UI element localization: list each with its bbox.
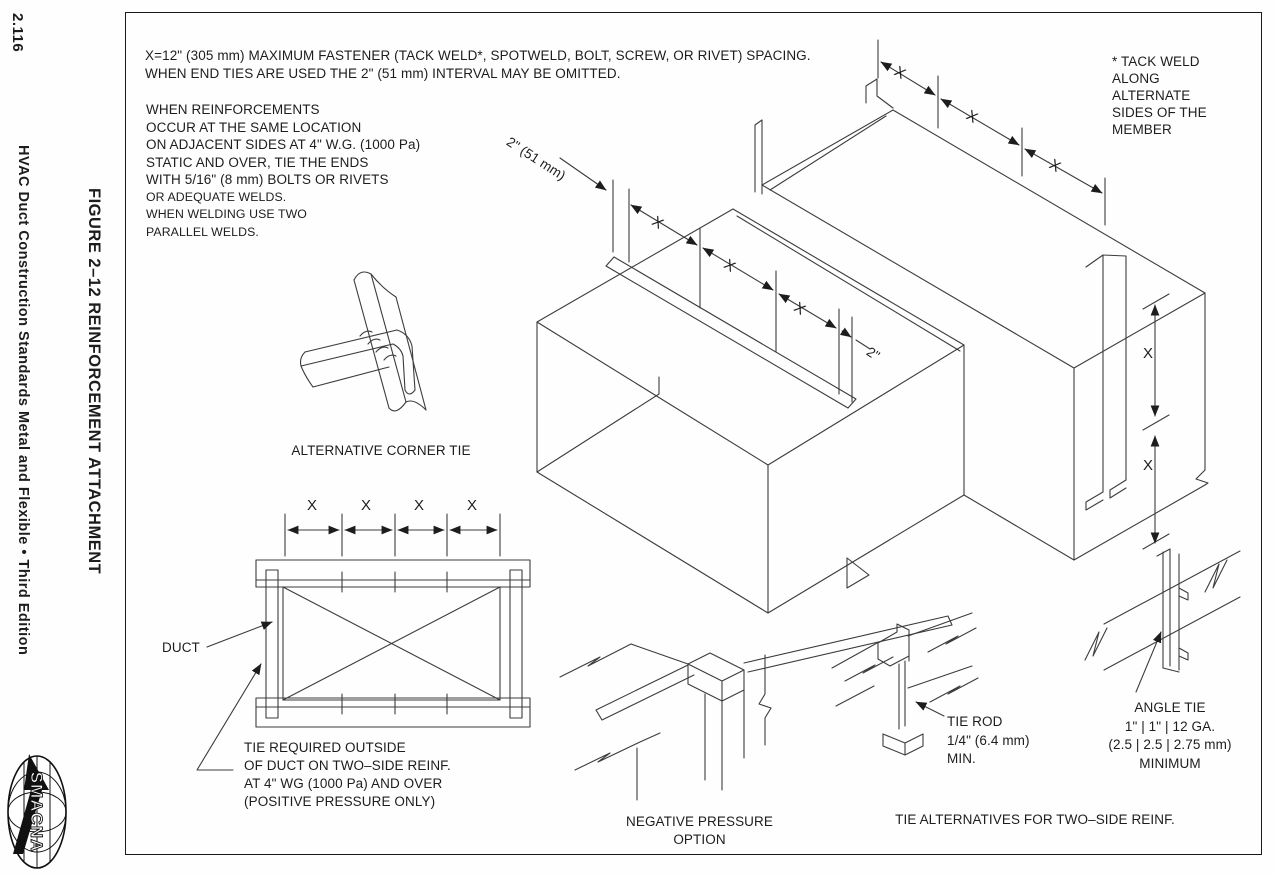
note-tack-line: ALTERNATE	[1112, 88, 1191, 103]
angle-tie-line: ANGLE TIE	[1134, 700, 1206, 715]
tie-required-line: TIE REQUIRED OUTSIDE	[244, 740, 406, 755]
note-reinf-line: WHEN WELDING USE TWO	[146, 207, 307, 221]
x-dim-label: X	[361, 497, 372, 514]
tie-required-line: AT 4" WG (1000 Pa) AND OVER	[244, 776, 443, 791]
note-reinf-line: ON ADJACENT SIDES AT 4" W.G. (1000 Pa)	[146, 137, 421, 152]
note-reinf-line: WHEN REINFORCEMENTS	[146, 102, 320, 117]
figure-title: FIGURE 2–12 REINFORCEMENT ATTACHMENT	[85, 188, 103, 575]
x-dim-label: X	[1143, 457, 1154, 474]
figure-frame	[125, 12, 1262, 855]
tie-rod-line: 1/4" (6.4 mm)	[947, 732, 1030, 748]
callout-tie-rod: TIE ROD 1/4" (6.4 mm) MIN.	[947, 713, 1030, 769]
note-tack-line: SIDES OF THE	[1112, 105, 1207, 120]
note-reinf-line: OR ADEQUATE WELDS.	[146, 189, 287, 204]
x-dim-label: X	[1143, 345, 1154, 362]
sidebar-page-number: 2.116	[9, 13, 26, 53]
x-dim-label: X	[467, 497, 478, 514]
tie-rod-line: TIE ROD	[947, 714, 1003, 729]
caption-tie-alternatives: TIE ALTERNATIVES FOR TWO–SIDE REINF.	[895, 812, 1175, 827]
negative-pressure-line: NEGATIVE PRESSURE	[626, 814, 773, 829]
note-tack-line: ALONG	[1112, 71, 1160, 86]
callout-tie-required: TIE REQUIRED OUTSIDE OF DUCT ON TWO–SIDE…	[244, 739, 451, 811]
note-fastener-line2: WHEN END TIES ARE USED THE 2" (51 mm) IN…	[145, 66, 621, 81]
sidebar-edition: HVAC Duct Construction Standards Metal a…	[15, 145, 31, 656]
smacna-logo: SMACNA	[7, 754, 67, 869]
note-reinf-line: PARALLEL WELDS.	[146, 224, 259, 239]
angle-tie-line: 1" | 1" | 12 GA.	[1124, 718, 1216, 734]
note-reinforcements: WHEN REINFORCEMENTS OCCUR AT THE SAME LO…	[146, 101, 420, 241]
callout-angle-tie: ANGLE TIE 1" | 1" | 12 GA. (2.5 | 2.5 | …	[1085, 699, 1255, 773]
note-fastener-line1: X=12" (305 mm) MAXIMUM FASTENER (TACK WE…	[145, 48, 811, 63]
negative-pressure-line: OPTION	[673, 832, 726, 847]
tie-required-line: (POSITIVE PRESSURE ONLY)	[244, 794, 436, 809]
smacna-logo-text: SMACNA	[27, 772, 46, 853]
note-tack-weld: * TACK WELD ALONG ALTERNATE SIDES OF THE…	[1112, 53, 1207, 138]
note-fastener-spacing: X=12" (305 mm) MAXIMUM FASTENER (TACK WE…	[145, 47, 811, 83]
tie-required-line: OF DUCT ON TWO–SIDE REINF.	[244, 758, 451, 773]
caption-alternative-corner-tie: ALTERNATIVE CORNER TIE	[291, 443, 471, 458]
duct-label: DUCT	[162, 640, 200, 655]
note-tack-line: * TACK WELD	[1112, 54, 1200, 69]
tie-rod-line: MIN.	[947, 751, 976, 766]
note-reinf-line: WITH 5/16" (8 mm) BOLTS OR RIVETS	[146, 172, 389, 187]
note-reinf-line: OCCUR AT THE SAME LOCATION	[146, 119, 362, 135]
angle-tie-line: (2.5 | 2.5 | 2.75 mm)	[1108, 737, 1232, 752]
note-reinf-line: STATIC AND OVER, TIE THE ENDS	[146, 154, 369, 170]
note-tack-line: MEMBER	[1112, 122, 1172, 137]
caption-negative-pressure: NEGATIVE PRESSURE OPTION	[612, 813, 787, 849]
x-dim-label: X	[307, 497, 318, 514]
angle-tie-line: MINIMUM	[1139, 755, 1201, 771]
x-dim-label: X	[414, 497, 425, 514]
